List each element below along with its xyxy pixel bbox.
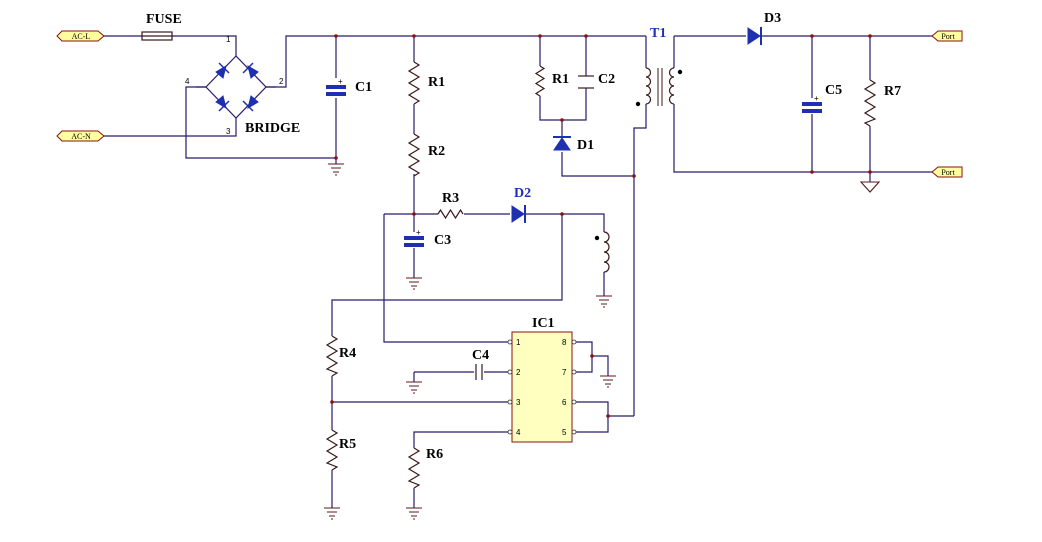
port-output-positive[interactable]: Port	[931, 30, 963, 42]
r1-label: R1	[428, 75, 445, 90]
d3-label: D3	[764, 11, 781, 26]
r7-label: R7	[884, 84, 901, 99]
r2-label: R2	[428, 144, 445, 159]
diode-d3[interactable]	[747, 27, 762, 45]
c3-label: C3	[434, 233, 451, 248]
c2-label: C2	[598, 72, 615, 87]
d1-label: D1	[577, 138, 594, 153]
r1-snubber-label: R1	[552, 72, 569, 87]
ground-icon	[406, 381, 422, 394]
ic1-pin-6: 6	[562, 398, 567, 407]
port-output-positive-label: Port	[941, 32, 955, 41]
capacitor-c5[interactable]: +	[802, 94, 822, 113]
bridge-pin-4: 4	[185, 77, 190, 86]
fuse-label: FUSE	[146, 12, 182, 27]
capacitor-c2[interactable]	[578, 75, 594, 89]
r4-label: R4	[339, 346, 356, 361]
junction-dots	[330, 34, 872, 418]
resistor-r3[interactable]	[437, 208, 464, 220]
c4-label: C4	[472, 348, 489, 363]
fuse[interactable]	[141, 31, 173, 41]
port-ac-l[interactable]: AC-L	[56, 30, 105, 42]
diode-d2[interactable]	[511, 205, 526, 223]
svg-text:+: +	[338, 77, 343, 86]
port-ac-n-label: AC-N	[71, 132, 91, 141]
r3-label: R3	[442, 191, 459, 206]
ground-icon	[324, 507, 340, 520]
ic1-pin-8: 8	[562, 338, 567, 347]
svg-text:+: +	[814, 94, 819, 103]
ic1-pin-5: 5	[562, 428, 567, 437]
resistor-r7[interactable]	[863, 79, 877, 127]
ic1-pin-7: 7	[562, 368, 567, 377]
auxiliary-winding[interactable]	[594, 231, 610, 273]
capacitor-c4[interactable]	[475, 364, 483, 380]
bridge-label: BRIDGE	[245, 121, 300, 136]
ic1-chip[interactable]	[507, 331, 577, 443]
ic1-pin-1: 1	[516, 338, 521, 347]
ic1-label: IC1	[532, 316, 555, 331]
bridge-pin-2: 2	[279, 77, 284, 86]
resistor-r6[interactable]	[407, 447, 421, 489]
resistor-r2[interactable]	[407, 133, 421, 177]
ground-icon	[600, 375, 616, 388]
ground-icon	[406, 507, 422, 520]
ground-icon	[328, 163, 344, 176]
c1-label: C1	[355, 80, 372, 95]
port-ac-l-label: AC-L	[72, 32, 91, 41]
resistor-r1-snubber[interactable]	[534, 65, 546, 97]
wires	[104, 35, 932, 508]
resistor-r1[interactable]	[407, 61, 421, 105]
c5-label: C5	[825, 83, 842, 98]
ic1-pin-4: 4	[516, 428, 521, 437]
r5-label: R5	[339, 437, 356, 452]
port-output-negative[interactable]: Port	[931, 166, 963, 178]
ic1-pin-2: 2	[516, 368, 521, 377]
bridge-pin-1: 1	[226, 35, 231, 44]
r6-label: R6	[426, 447, 443, 462]
capacitor-c3[interactable]: +	[404, 228, 424, 247]
bridge-pin-3: 3	[226, 127, 231, 136]
bridge-rectifier[interactable]	[196, 48, 276, 126]
t1-label: T1	[650, 26, 666, 41]
ground-icon	[596, 295, 612, 308]
svg-text:+: +	[416, 228, 421, 237]
resistor-r5[interactable]	[325, 429, 339, 471]
chassis-ground-icon	[859, 181, 881, 193]
port-output-negative-label: Port	[941, 168, 955, 177]
ground-symbols	[324, 163, 881, 520]
port-ac-n[interactable]: AC-N	[56, 130, 105, 142]
ic1-pin-3: 3	[516, 398, 521, 407]
capacitor-c1[interactable]: +	[326, 77, 346, 96]
resistor-r4[interactable]	[325, 335, 339, 377]
d2-label: D2	[514, 186, 531, 201]
transformer-t1[interactable]	[635, 36, 683, 107]
diode-d1[interactable]	[553, 136, 571, 151]
ground-icon	[406, 277, 422, 290]
